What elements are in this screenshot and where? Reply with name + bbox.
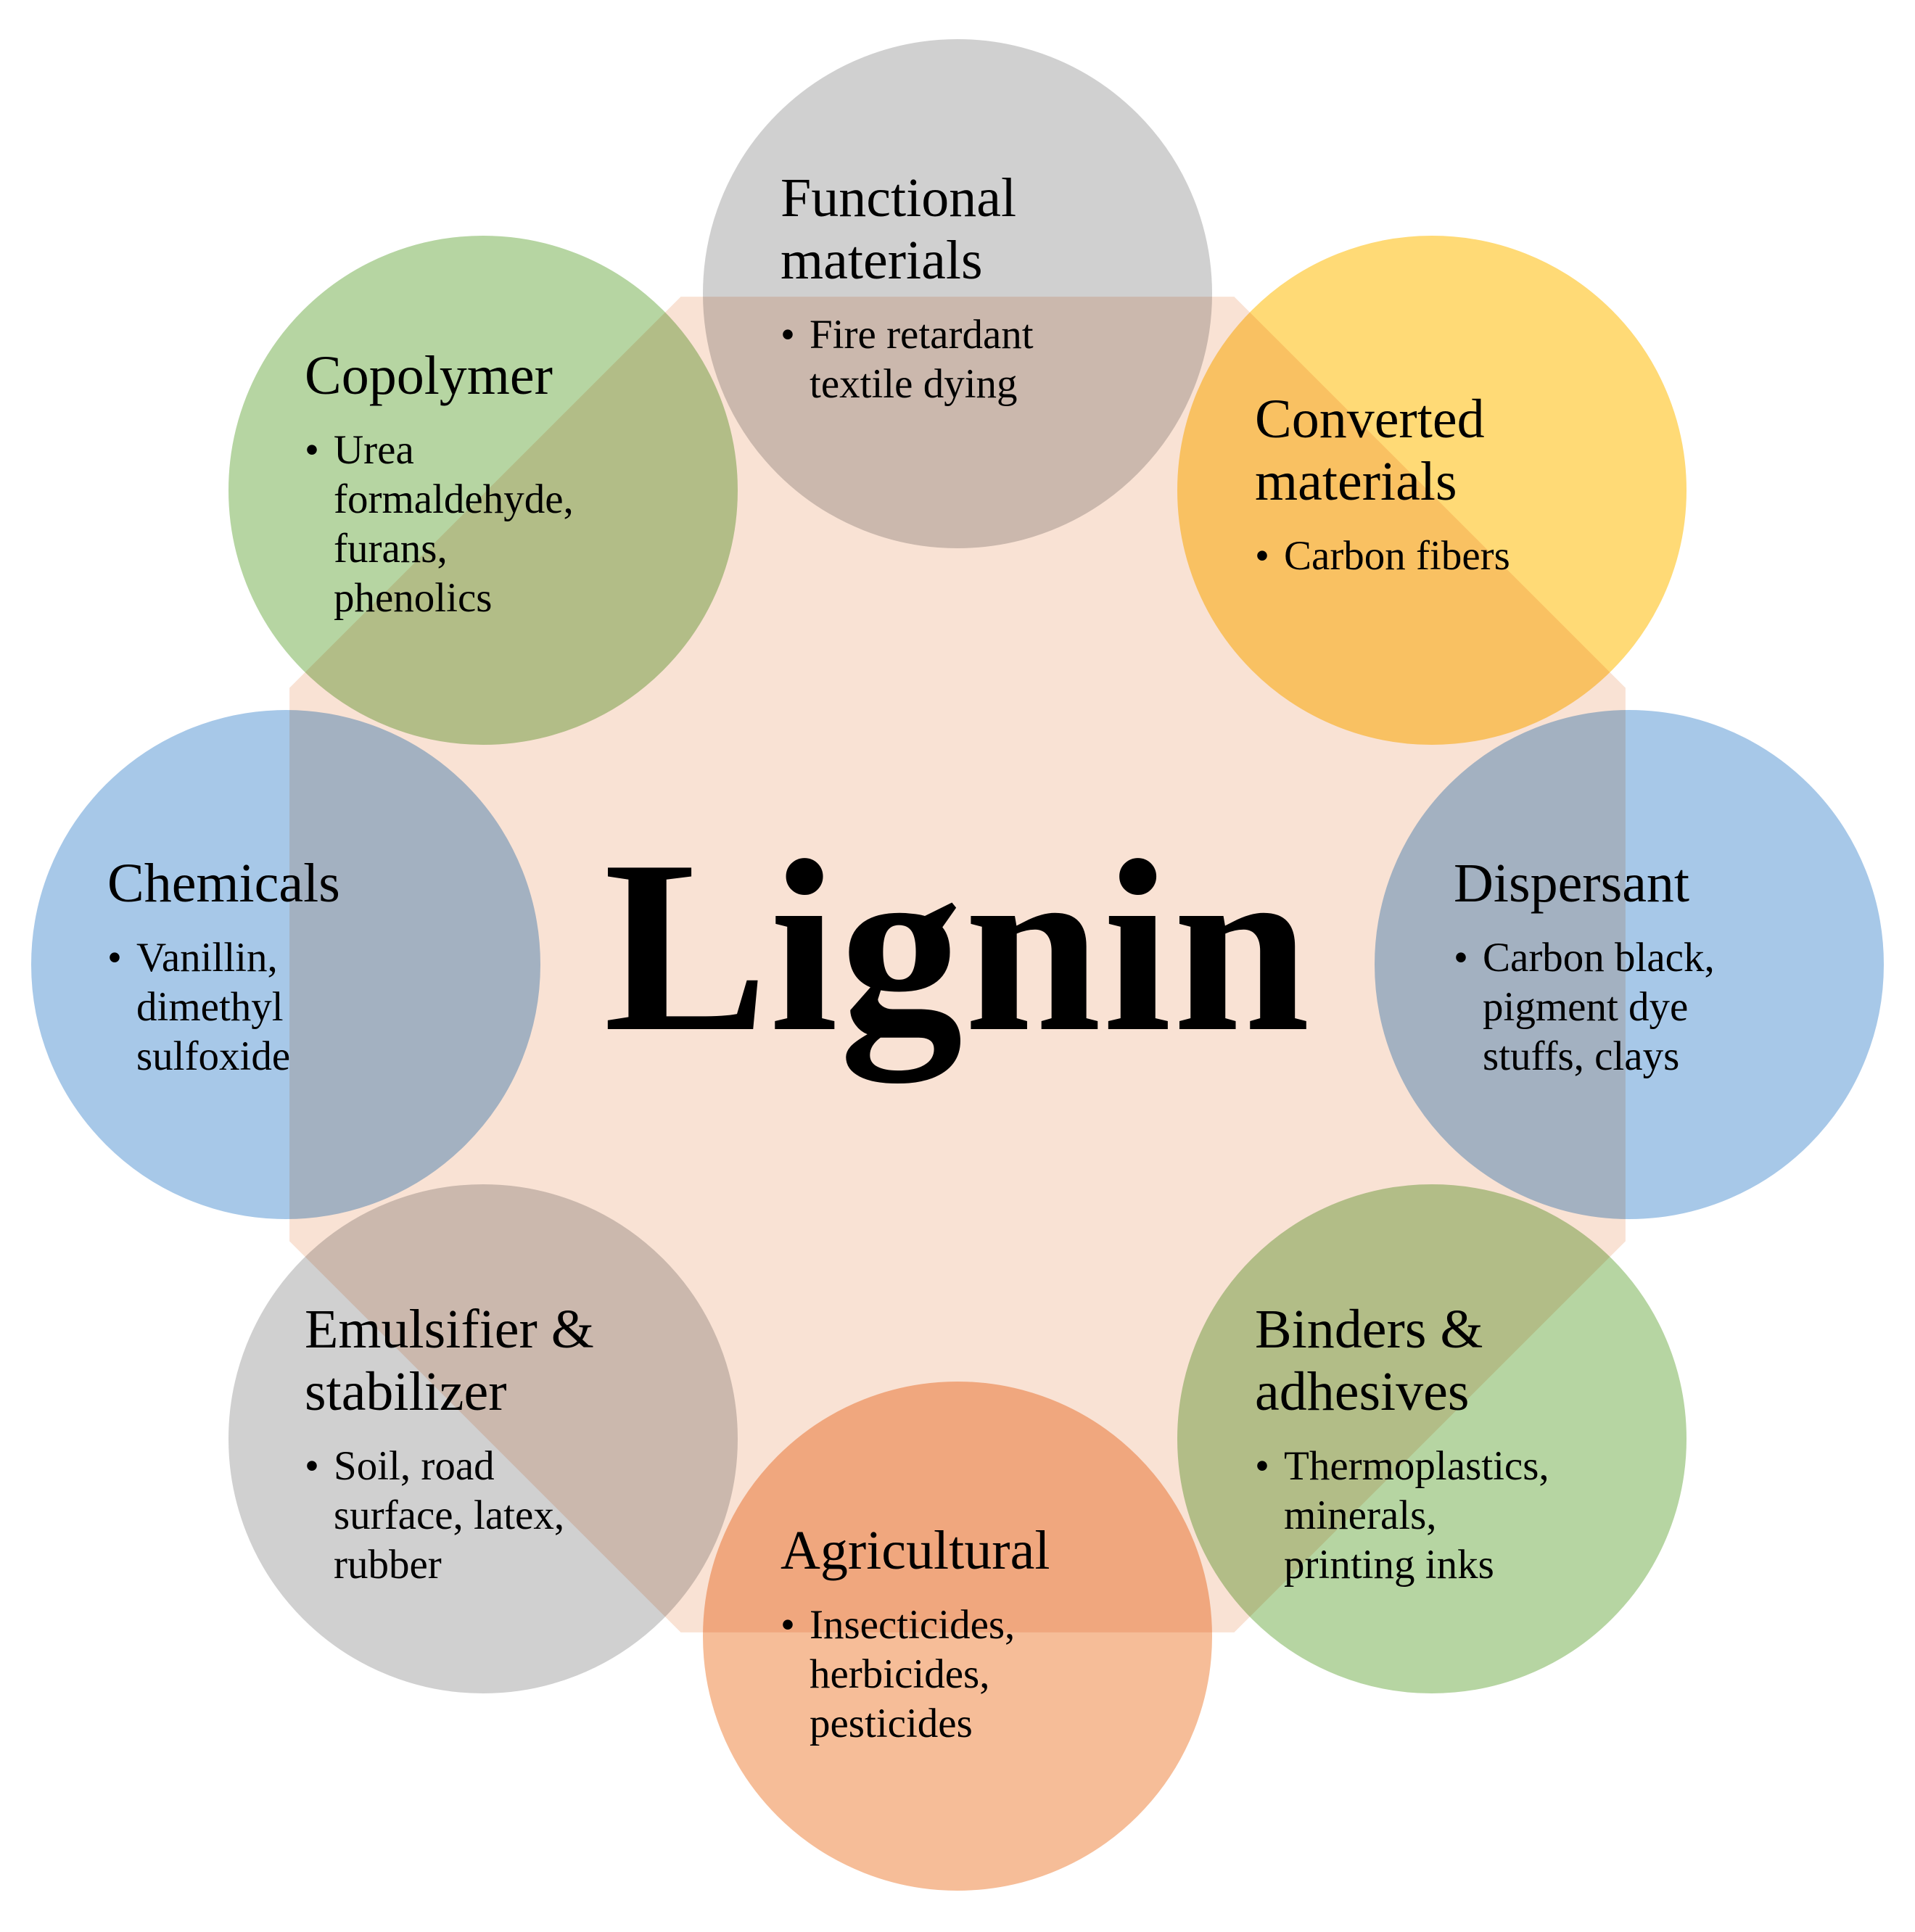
node-item: • Insecticides,herbicides,pesticides bbox=[781, 1601, 1050, 1749]
node-item-line: Carbon black, bbox=[1483, 935, 1715, 981]
node-item-line: phenolics bbox=[334, 575, 493, 621]
bullet-icon: • bbox=[1255, 1443, 1269, 1489]
node-item-line: sulfoxide bbox=[136, 1033, 291, 1079]
bullet-icon: • bbox=[781, 1602, 795, 1648]
center-title: Lignin bbox=[604, 809, 1311, 1083]
node-item-line: minerals, bbox=[1284, 1493, 1437, 1538]
node-item-line: surface, latex, bbox=[334, 1493, 565, 1538]
node-item-line: rubber bbox=[334, 1542, 442, 1588]
circle-dispersant bbox=[1370, 706, 1888, 1223]
node-title: Copolymer bbox=[305, 344, 574, 407]
node-item-list: • Thermoplastics,minerals,printing inks bbox=[1255, 1442, 1549, 1590]
node-title-line: adhesives bbox=[1255, 1361, 1470, 1422]
node-title-line: Converted bbox=[1255, 389, 1485, 450]
node-item-line: Urea bbox=[334, 427, 414, 473]
label-binders-adhesives: Binders &adhesives • Thermoplastics,minera… bbox=[1255, 1298, 1549, 1590]
node-title: Emulsifier &stabilizer bbox=[305, 1298, 594, 1423]
node-item-line: Carbon fibers bbox=[1284, 533, 1510, 579]
node-item-line: herbicides, bbox=[810, 1651, 990, 1697]
node-title-line: Copolymer bbox=[305, 345, 553, 406]
circle-functional-materials bbox=[699, 35, 1216, 553]
node-item-list: • Insecticides,herbicides,pesticides bbox=[781, 1601, 1050, 1749]
node-title: Chemicals bbox=[107, 852, 340, 915]
node-title-line: materials bbox=[781, 230, 983, 291]
circle-chemicals bbox=[27, 706, 545, 1223]
node-item-line: pesticides bbox=[810, 1701, 973, 1746]
node-title-line: Agricultural bbox=[781, 1520, 1050, 1581]
node-title-line: stabilizer bbox=[305, 1361, 507, 1422]
node-item-line: stuffs, clays bbox=[1483, 1033, 1680, 1079]
bullet-icon: • bbox=[305, 1443, 319, 1489]
circle-copolymer bbox=[224, 231, 742, 749]
node-item-line: furans, bbox=[334, 526, 448, 571]
node-item-line: pigment dye bbox=[1483, 984, 1689, 1030]
node-item-list: • Carbon fibers bbox=[1255, 532, 1510, 581]
node-title-line: Dispersant bbox=[1454, 853, 1690, 914]
node-title: Binders &adhesives bbox=[1255, 1298, 1549, 1423]
node-item-line: printing inks bbox=[1284, 1542, 1494, 1588]
node-item-line: dimethyl bbox=[136, 984, 284, 1030]
circle-converted-materials bbox=[1173, 231, 1691, 749]
circle-binders-adhesives bbox=[1173, 1180, 1691, 1698]
node-title: Agricultural bbox=[781, 1519, 1050, 1582]
circle-emulsifier-stabilizer bbox=[224, 1180, 742, 1698]
node-item-line: Vanillin, bbox=[136, 935, 278, 981]
node-title-line: Emulsifier & bbox=[305, 1299, 594, 1360]
node-title-line: Functional bbox=[781, 168, 1017, 228]
node-item: • Thermoplastics,minerals,printing inks bbox=[1255, 1442, 1549, 1590]
node-item-line: formaldehyde, bbox=[334, 476, 574, 522]
node-title-line: Chemicals bbox=[107, 853, 340, 914]
label-agricultural: Agricultural • Insecticides,herbicides,pes… bbox=[781, 1519, 1050, 1749]
node-item-line: Insecticides, bbox=[810, 1602, 1016, 1648]
circle-agricultural bbox=[699, 1377, 1216, 1895]
node-item-line: textile dying bbox=[810, 361, 1018, 407]
node-title: Dispersant bbox=[1454, 852, 1715, 915]
node-title-line: materials bbox=[1255, 451, 1457, 512]
bullet-icon: • bbox=[781, 312, 795, 358]
bullet-icon: • bbox=[1255, 533, 1269, 579]
node-item-line: Fire retardant bbox=[810, 312, 1034, 358]
node-item-line: Soil, road bbox=[334, 1443, 495, 1489]
bullet-icon: • bbox=[305, 427, 319, 473]
bullet-icon: • bbox=[1454, 935, 1468, 981]
bullet-icon: • bbox=[107, 935, 122, 981]
node-item: • Carbon fibers bbox=[1255, 532, 1510, 581]
node-title-line: Binders & bbox=[1255, 1299, 1483, 1360]
node-item-line: Thermoplastics, bbox=[1284, 1443, 1549, 1489]
